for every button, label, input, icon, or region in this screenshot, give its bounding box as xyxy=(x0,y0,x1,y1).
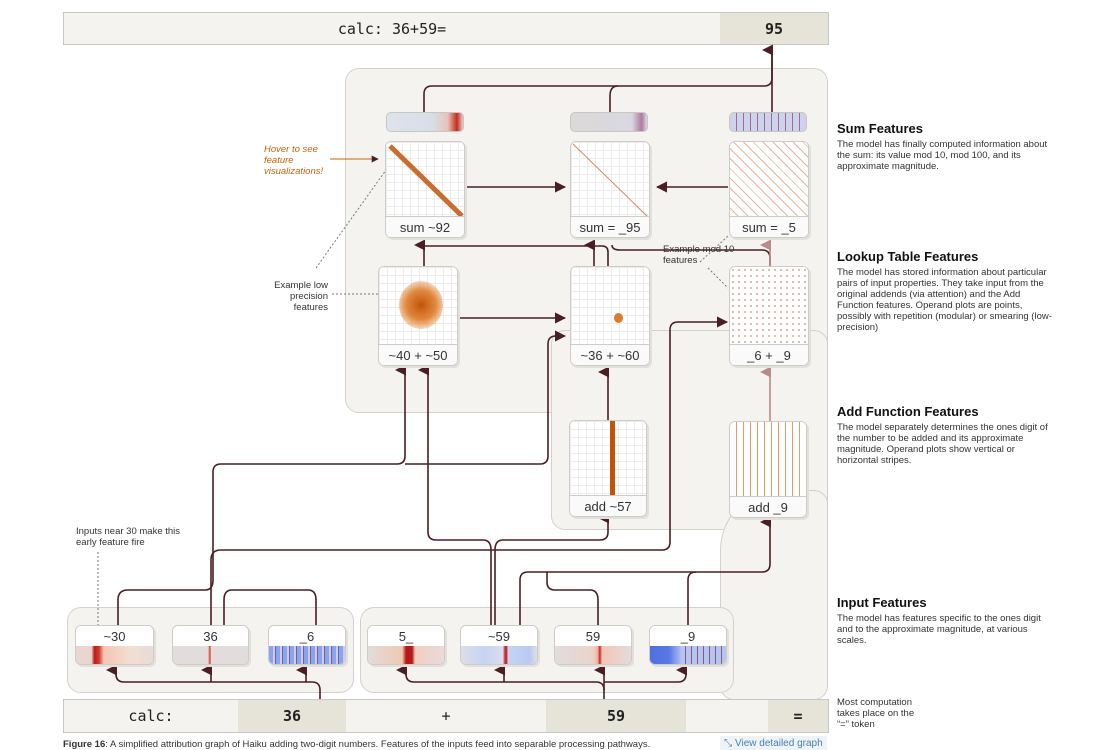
vertical-stripe-plot xyxy=(610,421,615,498)
low-precision-annotation: Example low precision features xyxy=(274,280,328,313)
inputs-near-30-annotation: Inputs near 30 make this early feature f… xyxy=(76,526,181,548)
feature-label: 36 xyxy=(173,626,248,647)
feature-label: sum = _5 xyxy=(730,216,808,237)
activation-strip xyxy=(555,646,631,664)
token-36[interactable]: 36 xyxy=(238,700,346,732)
token-calc[interactable]: calc: xyxy=(128,707,174,725)
token-equals[interactable]: = xyxy=(768,700,828,732)
input-feature-59[interactable]: 59 xyxy=(554,625,632,665)
input-token-bar: calc: 36 + 59 = xyxy=(63,699,829,733)
mod10-annotation: Example mod 10 features xyxy=(663,244,735,266)
section-title: Input Features xyxy=(837,595,927,610)
hover-hint-annotation: Hover to see feature visualizations! xyxy=(264,144,324,177)
sum5-activation-strip[interactable] xyxy=(729,112,807,132)
caption-text: : A simplified attribution graph of Haik… xyxy=(105,739,651,750)
feature-card-sum-95[interactable]: sum = _95 xyxy=(570,141,650,238)
feature-card-sum-92[interactable]: sum ~92 xyxy=(385,141,465,238)
section-title: Sum Features xyxy=(837,121,923,136)
feature-label: _6 + _9 xyxy=(730,344,808,365)
operand-plot xyxy=(730,142,808,217)
activation-strip xyxy=(461,646,537,664)
feature-card-add-57[interactable]: add ~57 xyxy=(569,420,647,517)
feature-label: sum ~92 xyxy=(386,216,464,237)
operand-plot xyxy=(571,267,649,345)
activation-strip xyxy=(173,646,248,664)
view-detailed-graph-link[interactable]: ⤡ View detailed graph xyxy=(720,736,827,750)
section-body: The model separately determines the ones… xyxy=(837,422,1048,466)
token-plus[interactable]: + xyxy=(441,707,451,725)
feature-label: ~36 + ~60 xyxy=(571,344,649,365)
operand-plot xyxy=(570,421,646,496)
sidebar-sum-features: Sum Features The model has finally compu… xyxy=(837,121,1057,172)
activation-strip xyxy=(76,646,153,664)
output-answer: 95 xyxy=(720,13,828,44)
feature-label: sum = _95 xyxy=(571,216,649,237)
feature-label: ~59 xyxy=(461,626,537,647)
feature-label: add _9 xyxy=(730,496,806,517)
feature-label: 5_ xyxy=(368,626,444,647)
operand-plot xyxy=(730,267,808,345)
sum95-activation-strip[interactable] xyxy=(570,112,648,132)
thin-diagonal-plot xyxy=(572,143,649,219)
feature-label: _9 xyxy=(650,626,726,647)
feature-label: _6 xyxy=(269,626,345,647)
section-body: The model has finally computed informati… xyxy=(837,139,1048,172)
view-link-label: View detailed graph xyxy=(735,737,823,749)
section-body: The model has features specific to the o… xyxy=(837,613,1041,646)
smeared-blob-plot xyxy=(399,281,443,329)
input-feature-36[interactable]: 36 xyxy=(172,625,249,665)
feature-card-add-9[interactable]: add _9 xyxy=(729,421,807,518)
feature-card-sum-5[interactable]: sum = _5 xyxy=(729,141,809,238)
token-space xyxy=(686,700,768,732)
output-prompt: calc: 36+59= xyxy=(337,19,447,38)
input-feature-ones-9[interactable]: _9 xyxy=(649,625,727,665)
section-title: Add Function Features xyxy=(837,404,979,419)
equals-token-region xyxy=(720,490,828,700)
feature-label: ~30 xyxy=(76,626,153,647)
feature-label: 59 xyxy=(555,626,631,647)
input-feature-ones-6[interactable]: _6 xyxy=(268,625,346,665)
output-bar: calc: 36+59= 95 xyxy=(63,12,829,45)
activation-strip xyxy=(650,646,726,664)
section-title: Lookup Table Features xyxy=(837,249,979,264)
feature-card-lookup-6-9[interactable]: _6 + _9 xyxy=(729,266,809,366)
activation-strip xyxy=(368,646,444,664)
input-feature-approx-59[interactable]: ~59 xyxy=(460,625,538,665)
feature-card-lookup-36-60[interactable]: ~36 + ~60 xyxy=(570,266,650,366)
sidebar-add-function-features: Add Function Features The model separate… xyxy=(837,404,1057,466)
section-body: The model has stored information about p… xyxy=(837,267,1052,333)
diagonal-band-plot xyxy=(388,144,464,218)
operand-plot xyxy=(730,422,806,497)
sum92-activation-strip[interactable] xyxy=(386,112,464,132)
sidebar-lookup-table-features: Lookup Table Features The model has stor… xyxy=(837,249,1057,333)
figure-label: Figure 16 xyxy=(63,739,106,750)
input-feature-tens-5[interactable]: 5_ xyxy=(367,625,445,665)
feature-label: ~40 + ~50 xyxy=(379,344,457,365)
feature-label: add ~57 xyxy=(570,495,646,516)
expand-arrows-icon: ⤡ xyxy=(724,737,732,749)
most-computation-annotation: Most computation takes place on the “=” … xyxy=(837,697,915,730)
token-59[interactable]: 59 xyxy=(546,700,686,732)
figure-caption: Figure 16: A simplified attribution grap… xyxy=(63,739,650,750)
feature-card-lookup-40-50[interactable]: ~40 + ~50 xyxy=(378,266,458,366)
input-feature-approx-30[interactable]: ~30 xyxy=(75,625,154,665)
point-plot xyxy=(614,313,623,323)
activation-strip xyxy=(269,646,345,664)
sidebar-input-features: Input Features The model has features sp… xyxy=(837,595,1057,646)
